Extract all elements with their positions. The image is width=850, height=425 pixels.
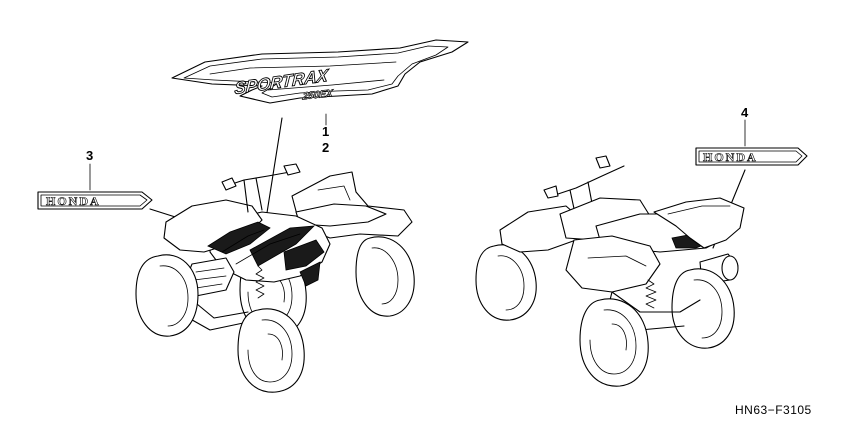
atv-rear-view	[475, 155, 745, 387]
honda-badge-right: HONDA	[695, 147, 808, 166]
honda-badge-left: HONDA	[37, 191, 153, 210]
sportrax-stripe-decal: SPORTRAX 250EX	[171, 39, 469, 104]
callout-4: 4	[741, 105, 749, 120]
model-number-250ex: 250EX	[301, 88, 334, 102]
honda-badge-right-text: HONDA	[703, 150, 758, 164]
callout-1: 1	[322, 124, 329, 139]
honda-badge-left-text: HONDA	[46, 194, 101, 208]
callout-2: 2	[322, 140, 329, 155]
diagram-code: HN63−F3105	[735, 403, 812, 417]
callout-3: 3	[86, 148, 93, 163]
atv-front-view	[135, 163, 415, 393]
